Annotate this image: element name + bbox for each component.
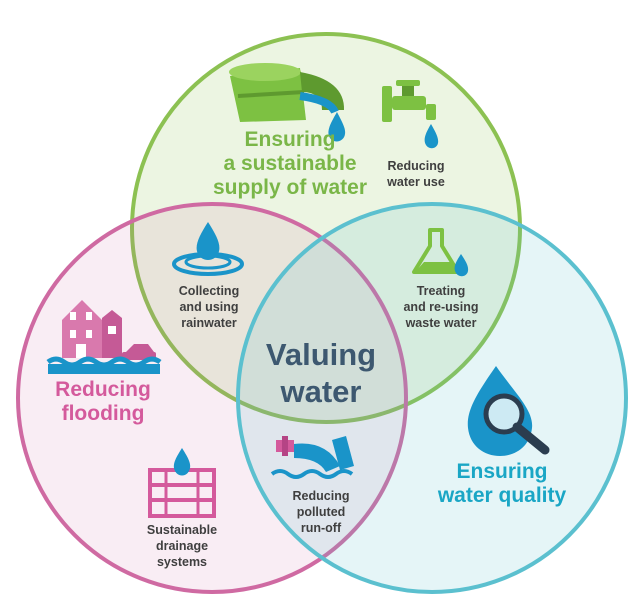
label-treating-waste-water: Treating and re-using waste water — [403, 284, 479, 330]
outfall-pipe-icon — [270, 436, 354, 479]
tap-icon — [382, 80, 439, 149]
label-reducing-water-use: Reducing water use — [387, 159, 445, 189]
flooded-house-icon — [46, 300, 162, 374]
label-reducing-polluted-runoff: Reducing polluted run-off — [292, 489, 350, 535]
label-quality: Ensuring water quality — [437, 460, 567, 507]
label-center: Valuing water — [265, 337, 377, 409]
drainage-crate-icon — [148, 448, 216, 518]
circle-quality — [236, 202, 628, 594]
label-flooding: Reducing flooding — [55, 378, 151, 425]
label-sustainable-drainage: Sustainable drainage systems — [146, 523, 218, 569]
label-supply: Ensuring a sustainable supply of water — [212, 128, 368, 199]
circle-supply — [130, 32, 522, 424]
label-collecting-rainwater: Collecting and using rainwater — [178, 284, 240, 330]
flask-icon — [412, 228, 469, 277]
water-drop-ripple-icon — [172, 222, 244, 276]
circle-flooding — [16, 202, 408, 594]
magnifier-drop-icon — [467, 366, 550, 456]
bucket-pouring-icon — [229, 63, 346, 142]
